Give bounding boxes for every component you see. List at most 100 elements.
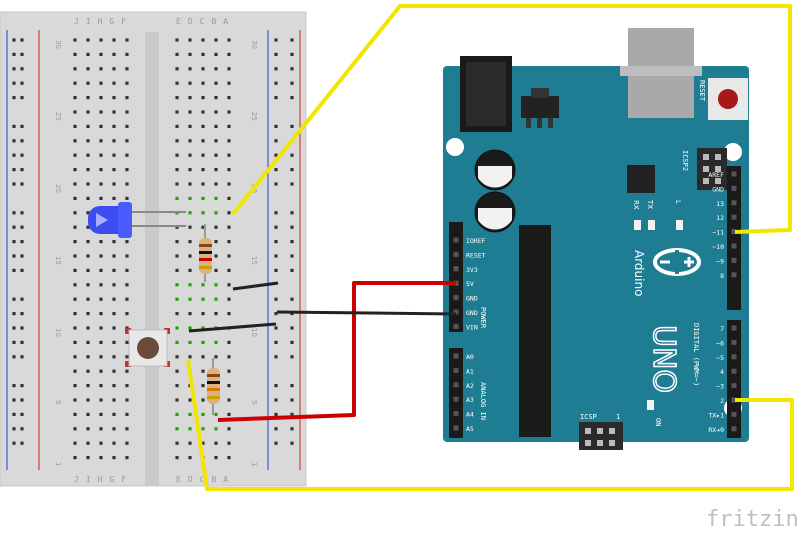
breadboard-hole xyxy=(175,168,179,172)
rail-hole xyxy=(12,225,16,229)
breadboard-hole xyxy=(86,38,90,42)
rail-hole xyxy=(12,67,16,71)
breadboard-hole xyxy=(214,96,218,100)
breadboard-hole xyxy=(86,412,90,416)
breadboard-hole xyxy=(188,96,192,100)
breadboard-hole xyxy=(188,340,192,344)
breadboard-hole xyxy=(227,153,231,157)
breadboard-hole xyxy=(86,211,90,215)
rail-hole xyxy=(290,427,294,431)
analog-header xyxy=(449,348,463,438)
breadboard-hole xyxy=(99,326,103,330)
breadboard-hole xyxy=(188,326,192,330)
breadboard-hole xyxy=(214,124,218,128)
breadboard-hole xyxy=(99,52,103,56)
breadboard-hole xyxy=(73,384,77,388)
rail-hole xyxy=(290,326,294,330)
icsp2-pin xyxy=(715,154,721,160)
row-number: 5 xyxy=(54,400,62,404)
breadboard-center-channel xyxy=(145,32,159,486)
header-pin xyxy=(731,171,737,177)
breadboard-hole xyxy=(227,225,231,229)
header-pin xyxy=(453,396,459,402)
breadboard-hole xyxy=(175,441,179,445)
breadboard-hole xyxy=(175,283,179,287)
resistor-led xyxy=(199,224,212,282)
rail-hole xyxy=(20,340,24,344)
breadboard-hole xyxy=(125,398,129,402)
icsp2-pin xyxy=(715,166,721,172)
on-led xyxy=(647,400,654,410)
breadboard-hole xyxy=(73,254,77,258)
breadboard-hole xyxy=(175,312,179,316)
row-number: 30 xyxy=(54,40,62,49)
pin-label: 7 xyxy=(720,325,724,333)
breadboard-hole xyxy=(201,96,205,100)
column-letters-left-bottom: JIHGF xyxy=(74,475,133,484)
breadboard-hole xyxy=(125,182,129,186)
icsp-pin xyxy=(597,428,603,434)
breadboard-hole xyxy=(227,427,231,431)
pin-label: VIN xyxy=(466,323,478,331)
wire-black-rail1 xyxy=(232,281,279,291)
breadboard-hole xyxy=(73,297,77,301)
breadboard-hole xyxy=(73,196,77,200)
pin-label: A3 xyxy=(466,396,474,404)
rail-hole xyxy=(12,427,16,431)
rail-hole xyxy=(20,139,24,143)
header-pin xyxy=(731,200,737,206)
breadboard-hole xyxy=(227,456,231,460)
breadboard-hole xyxy=(86,225,90,229)
breadboard-hole xyxy=(86,81,90,85)
breadboard-hole xyxy=(99,283,103,287)
breadboard-hole xyxy=(99,168,103,172)
breadboard-hole xyxy=(86,441,90,445)
header-pin xyxy=(453,382,459,388)
breadboard-hole xyxy=(86,398,90,402)
rail-hole xyxy=(20,81,24,85)
breadboard-hole xyxy=(86,326,90,330)
breadboard-hole xyxy=(73,355,77,359)
icsp-pin xyxy=(585,428,591,434)
breadboard-hole xyxy=(112,283,116,287)
breadboard-hole xyxy=(112,168,116,172)
breadboard-hole xyxy=(73,441,77,445)
rail-hole xyxy=(12,182,16,186)
breadboard-hole xyxy=(99,340,103,344)
breadboard-hole xyxy=(188,81,192,85)
row-number: 5 xyxy=(250,400,258,404)
pin-label: 3V3 xyxy=(466,266,478,274)
breadboard-hole xyxy=(188,196,192,200)
breadboard-hole xyxy=(112,412,116,416)
wire-black-rail2 xyxy=(188,322,277,333)
row-number: 15 xyxy=(250,256,258,265)
breadboard-hole xyxy=(201,355,205,359)
breadboard-hole xyxy=(125,139,129,143)
breadboard-hole xyxy=(73,225,77,229)
capacitor xyxy=(474,191,516,233)
breadboard-hole xyxy=(86,52,90,56)
breadboard-hole xyxy=(188,38,192,42)
column-letters-left: JIHGF xyxy=(74,17,133,26)
icsp-pin xyxy=(597,440,603,446)
breadboard-hole xyxy=(188,67,192,71)
row-number: 1 xyxy=(250,462,258,466)
breadboard-hole xyxy=(175,96,179,100)
rail-hole xyxy=(20,427,24,431)
breadboard-hole xyxy=(175,81,179,85)
rail-hole xyxy=(290,52,294,56)
rail-hole xyxy=(12,384,16,388)
rail-hole xyxy=(20,124,24,128)
breadboard-hole xyxy=(125,110,129,114)
breadboard-hole xyxy=(86,369,90,373)
breadboard-hole xyxy=(175,139,179,143)
status-led xyxy=(648,220,655,230)
breadboard-hole xyxy=(112,369,116,373)
rail-hole xyxy=(20,441,24,445)
header-pin xyxy=(731,426,737,432)
pin-label: ~11 xyxy=(712,229,724,237)
breadboard-hole xyxy=(227,312,231,316)
rail-hole xyxy=(274,398,278,402)
mounting-hole xyxy=(724,143,742,161)
rail-hole xyxy=(274,355,278,359)
